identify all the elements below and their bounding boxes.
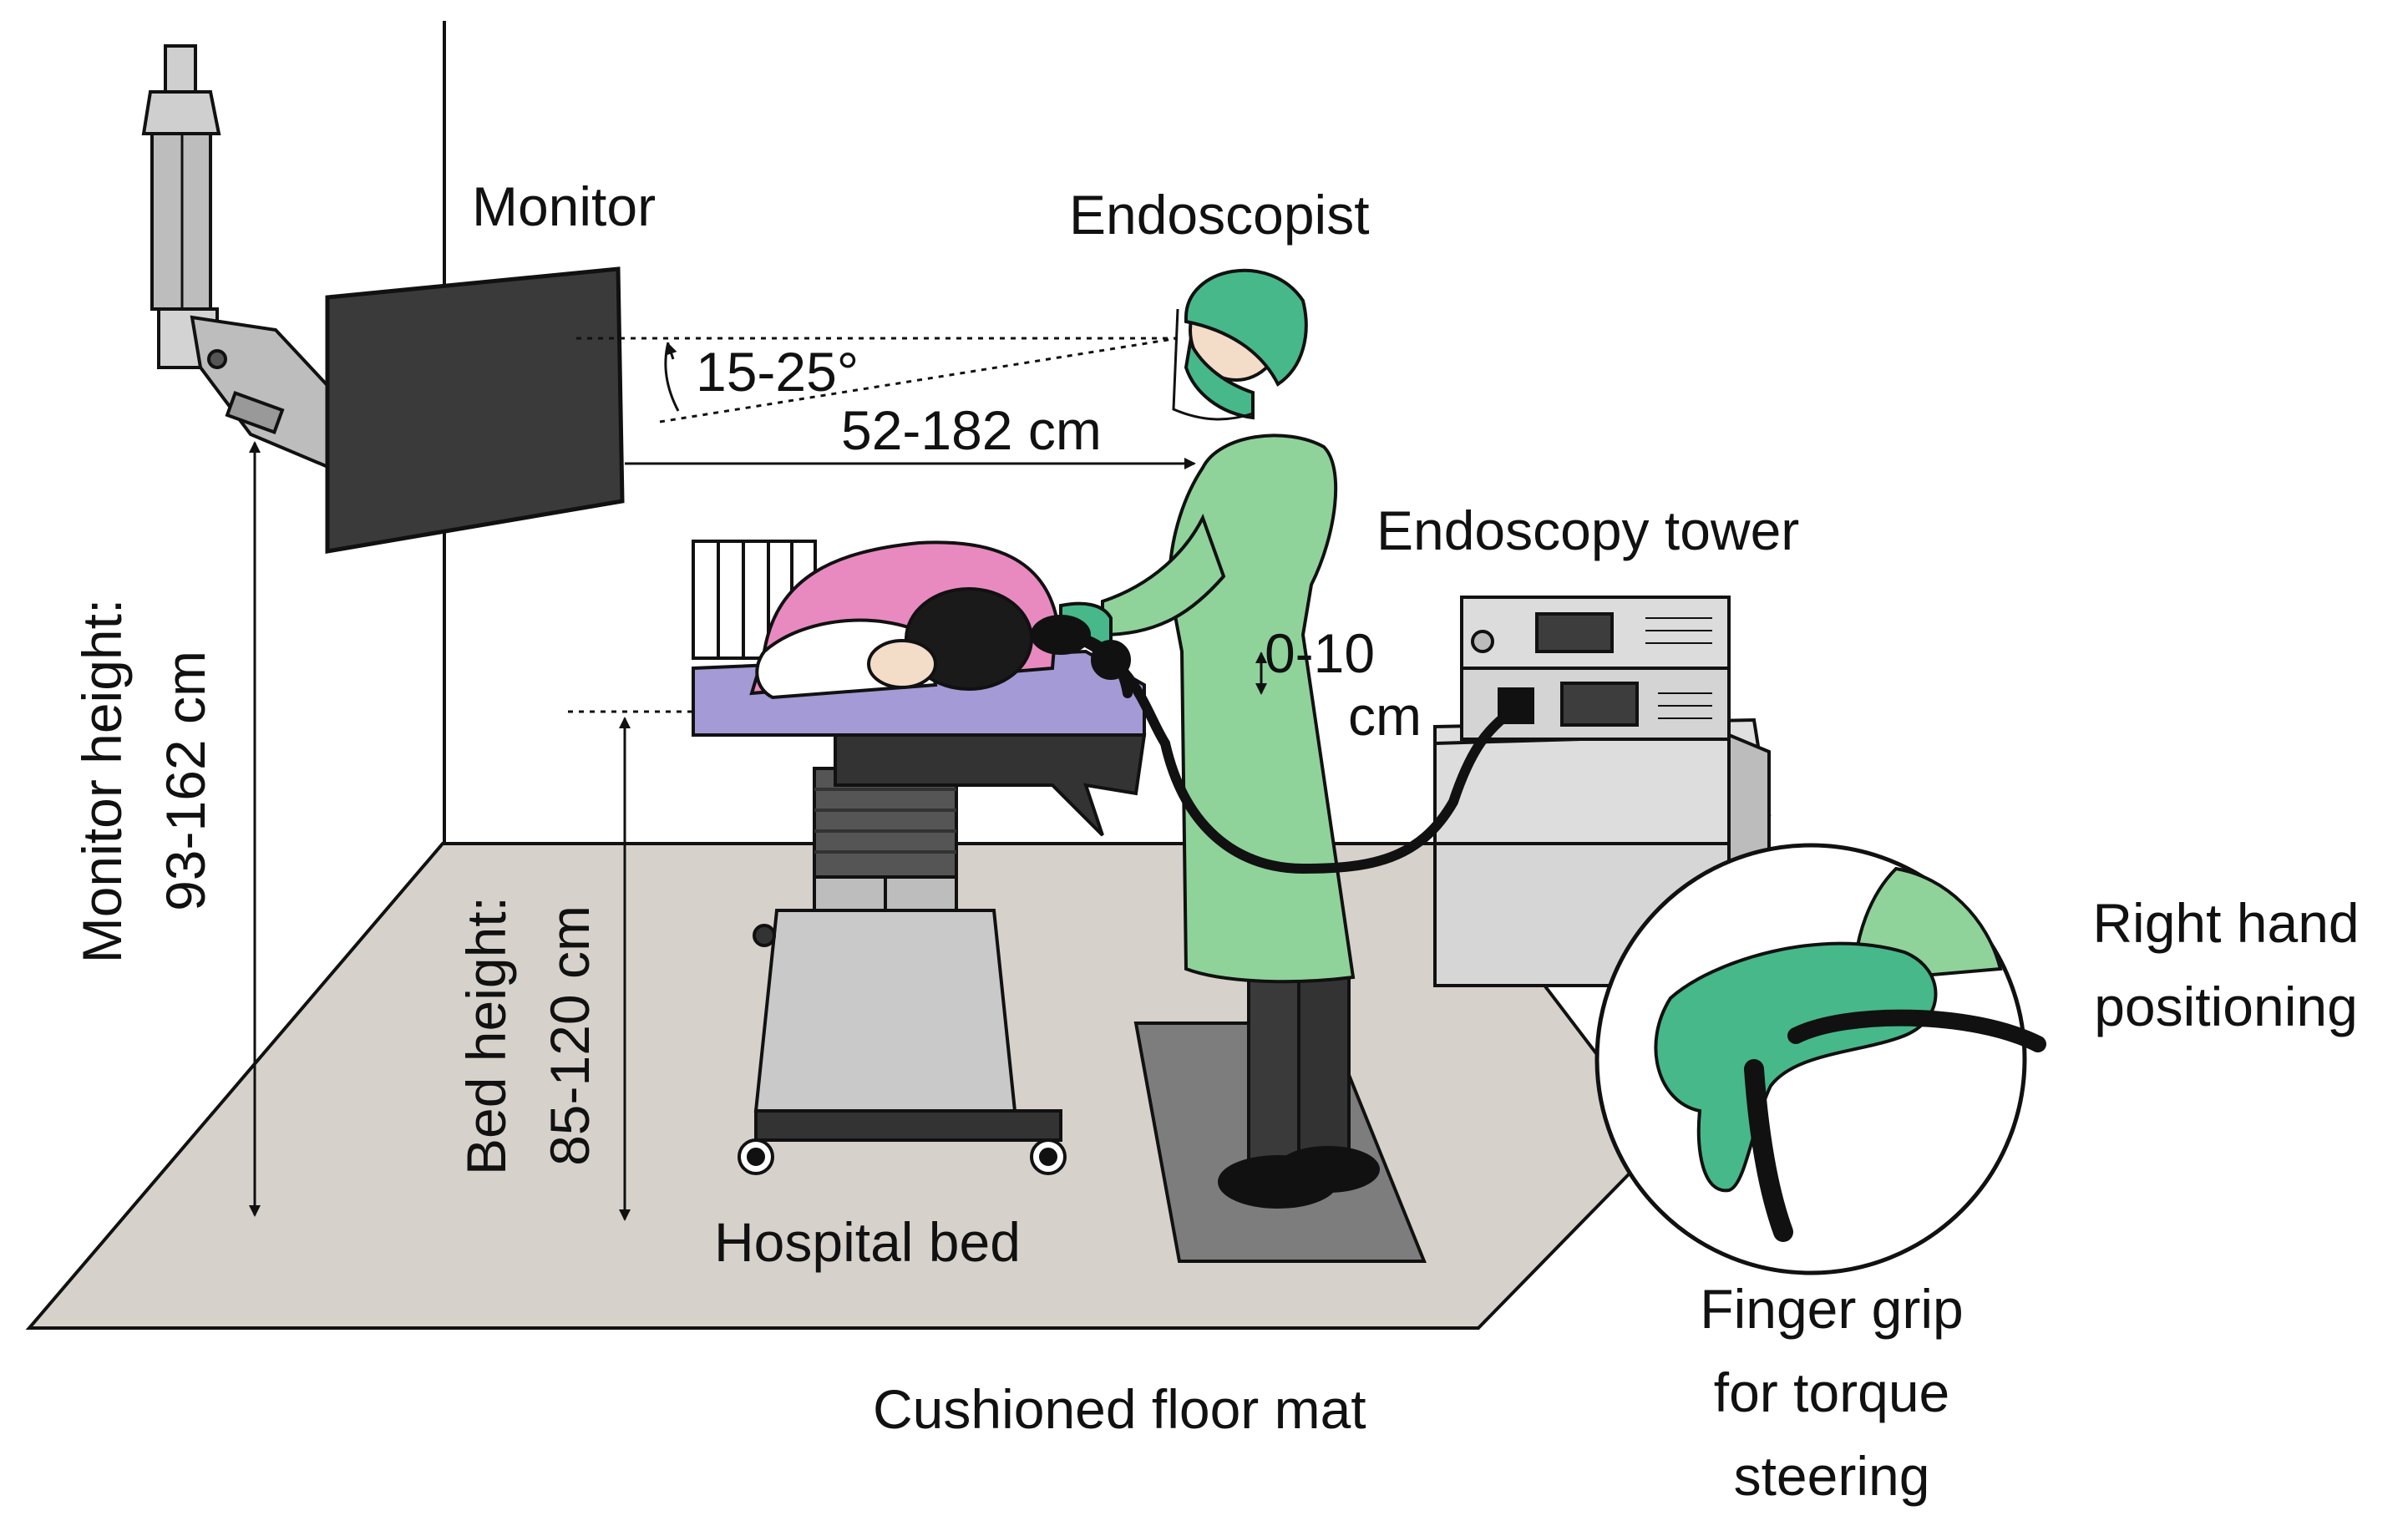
finger-grip-label-line2: for torque xyxy=(1714,1361,1950,1423)
patient xyxy=(749,540,1059,700)
endoscopist-label: Endoscopist xyxy=(1069,184,1370,246)
monitor-height-label-line2: 93-162 cm xyxy=(155,651,216,911)
angle-arc-arrows xyxy=(666,342,677,360)
monitor-arm xyxy=(141,44,337,470)
floor-mat-label: Cushioned floor mat xyxy=(873,1378,1366,1440)
endoscopy-tower-label: Endoscopy tower xyxy=(1376,499,1799,561)
monitor-height-label-line1: Monitor height: xyxy=(71,599,133,964)
right-hand-label-line2: positioning xyxy=(2094,976,2358,1037)
endoscopist xyxy=(1059,268,1380,1209)
elbow-height-label-line2: cm xyxy=(1348,685,1422,747)
right-hand-label-line1: Right hand xyxy=(2092,892,2359,954)
hand-grip-inset xyxy=(1594,843,2046,1275)
hospital-bed xyxy=(692,540,1147,1175)
viewing-distance-label: 52-182 cm xyxy=(841,399,1102,461)
hospital-bed-label: Hospital bed xyxy=(714,1211,1021,1273)
bed-height-label-line1: Bed height: xyxy=(455,896,517,1175)
bed-height-label-line2: 85-120 cm xyxy=(539,905,601,1166)
endoscope-handle xyxy=(1031,615,1131,680)
finger-grip-label-line3: steering xyxy=(1734,1445,1930,1507)
elbow-height-label-line1: 0-10 xyxy=(1265,622,1375,684)
finger-grip-label-line1: Finger grip xyxy=(1700,1278,1963,1340)
monitor xyxy=(325,266,625,554)
monitor-label: Monitor xyxy=(472,175,656,237)
viewing-angle-label: 15-25° xyxy=(696,341,859,403)
